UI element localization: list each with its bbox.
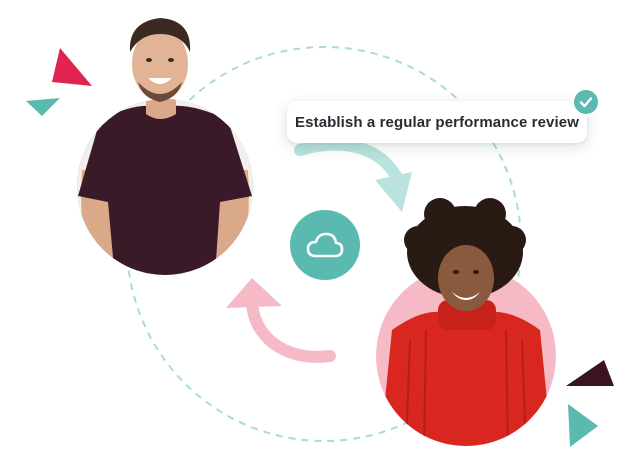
cloud-icon — [306, 232, 344, 258]
callout-text: Establish a regular performance review — [295, 113, 579, 131]
pink-flow-arrow — [226, 278, 336, 363]
cloud-badge — [290, 210, 360, 280]
crimson-triangle-decoration — [52, 48, 92, 86]
teal-triangle-decoration-left — [26, 98, 60, 116]
teal-flow-arrow — [294, 138, 412, 212]
performance-review-callout: Establish a regular performance review — [287, 101, 587, 143]
man-avatar — [77, 18, 253, 275]
plum-triangle-decoration — [566, 360, 614, 386]
teal-triangle-decoration-right — [568, 404, 598, 447]
woman-avatar — [376, 198, 556, 446]
check-badge — [572, 88, 600, 116]
check-icon — [579, 97, 593, 108]
